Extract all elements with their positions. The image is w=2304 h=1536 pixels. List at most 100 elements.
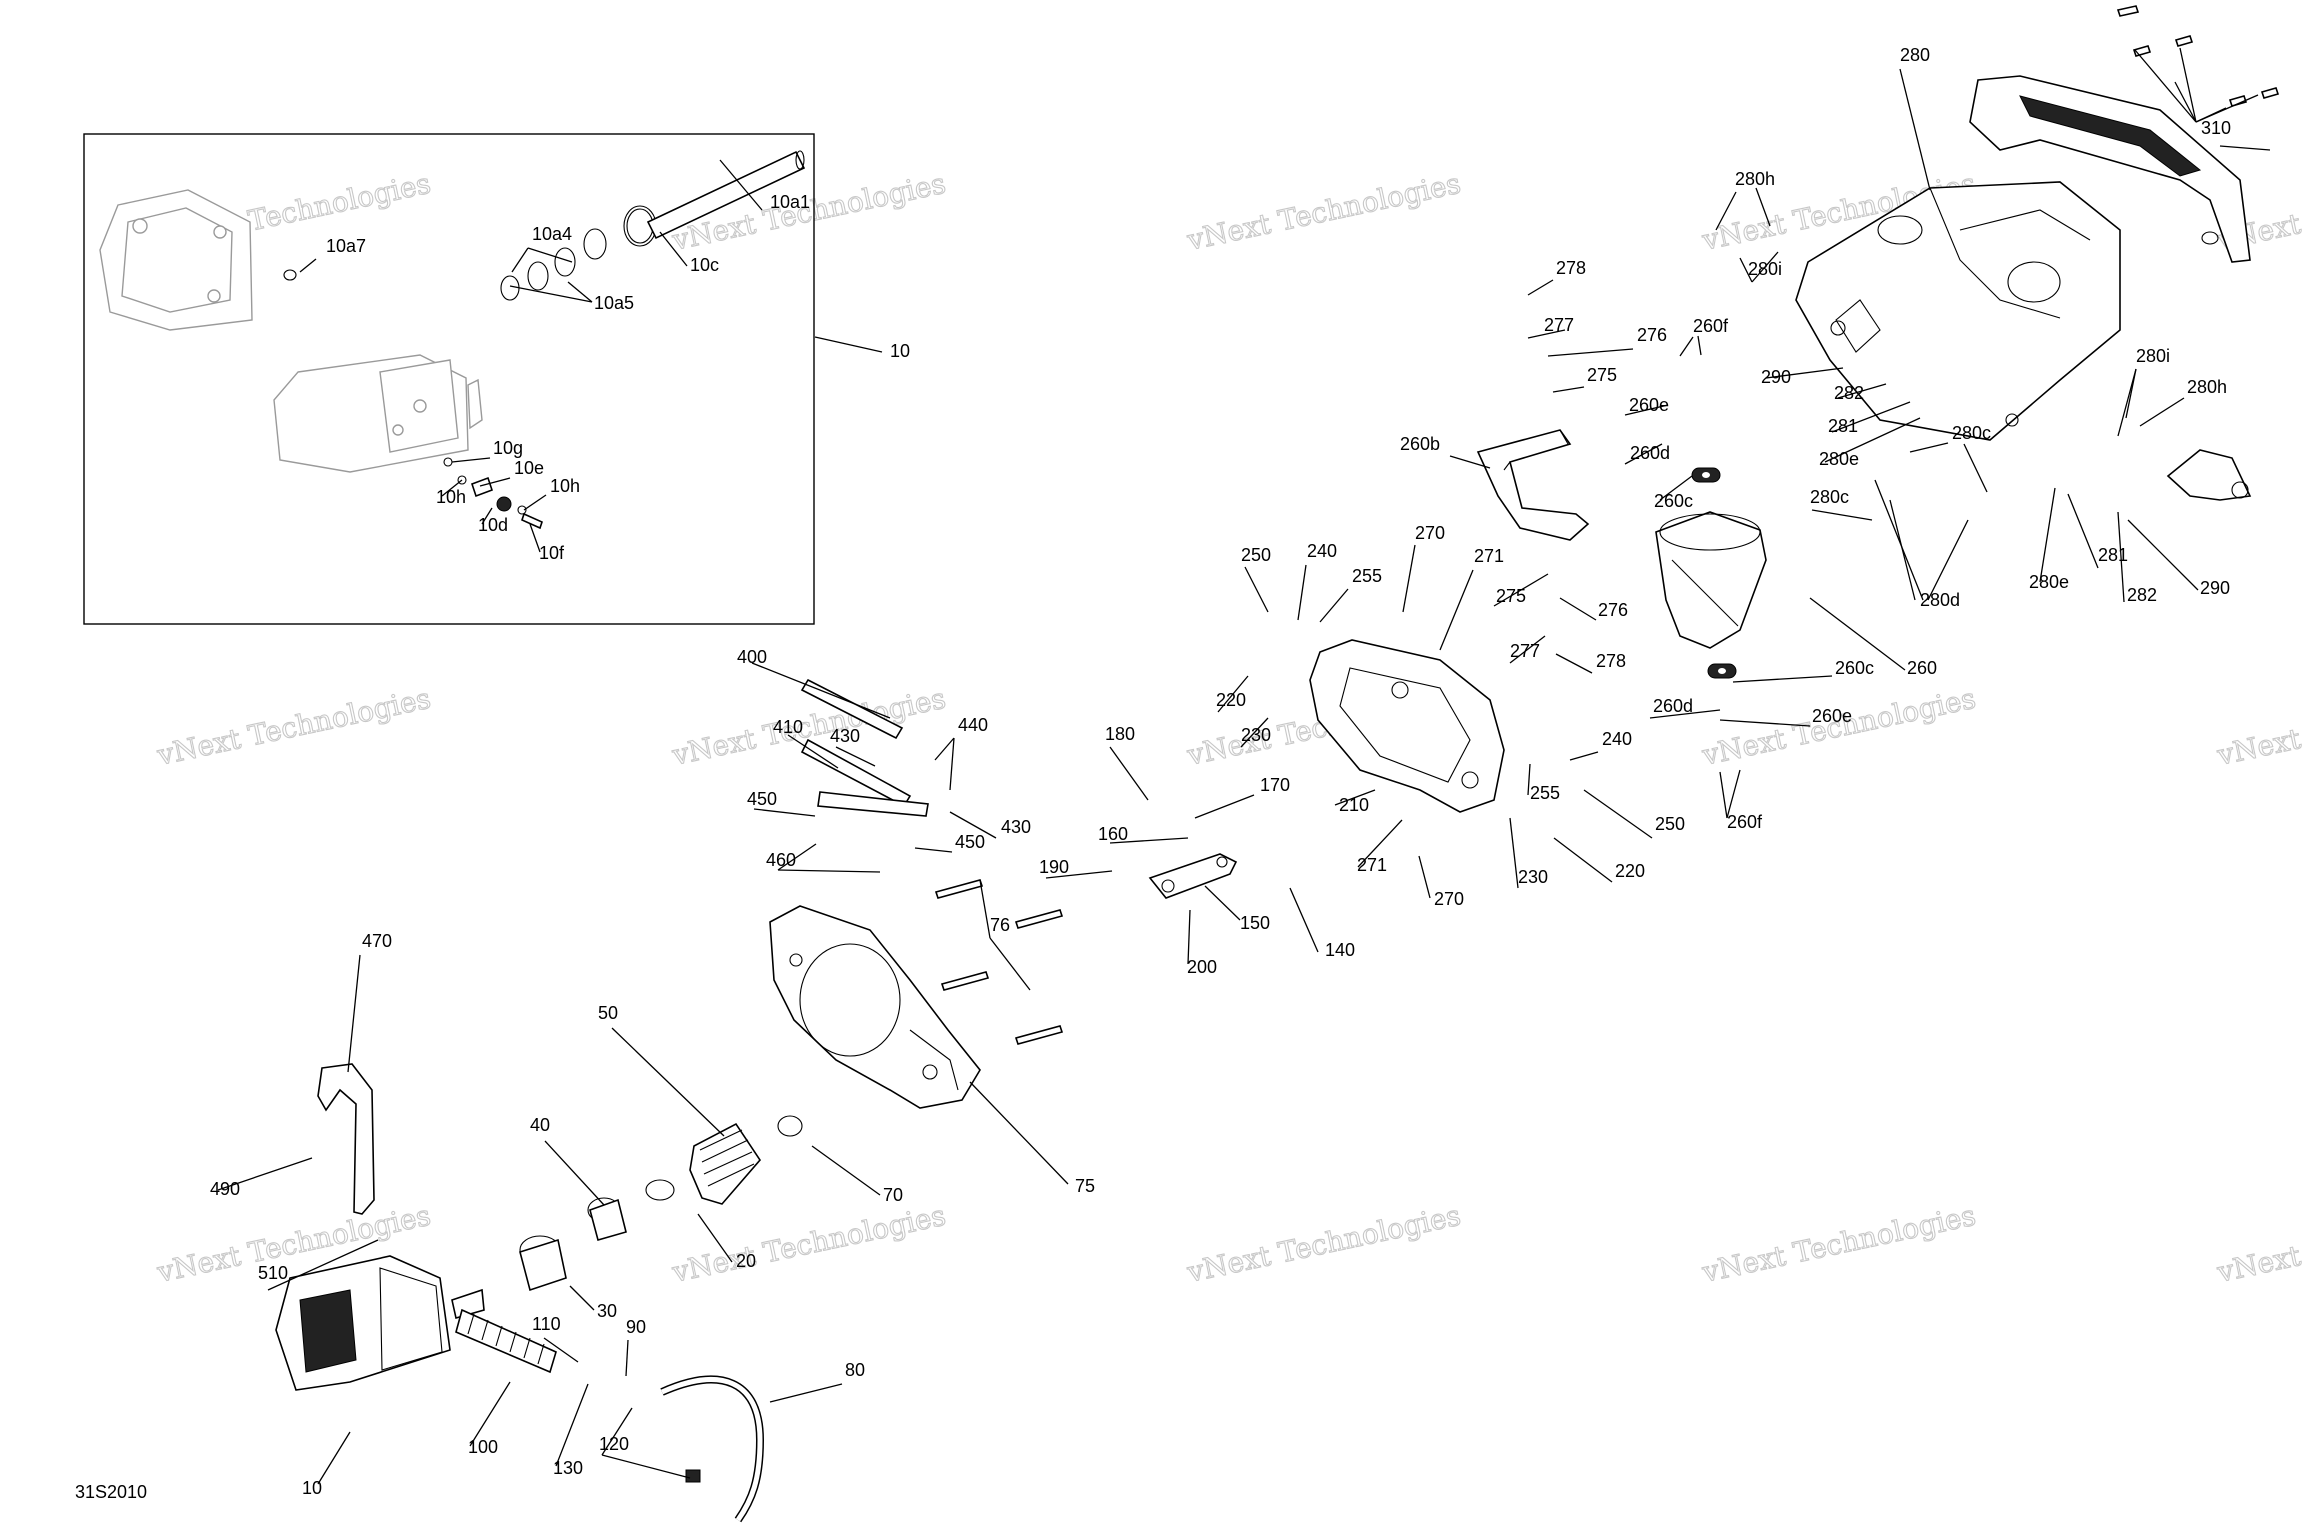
leader-line <box>2117 511 2125 603</box>
callout-label: 260f <box>1727 812 1763 832</box>
callout-label: 410 <box>773 717 803 737</box>
callout-label: 290 <box>1761 367 1791 387</box>
callout-label: 510 <box>258 1263 288 1283</box>
callout-label: 120 <box>599 1434 629 1454</box>
callout-label: 100 <box>468 1437 498 1457</box>
callout-label: 10c <box>690 255 719 275</box>
callout-label: 260 <box>1907 658 1937 678</box>
leader-line <box>1439 569 1474 651</box>
leader-line <box>511 247 529 273</box>
part-310-bolts <box>2116 5 2280 107</box>
part-210-bracket <box>1309 639 1505 813</box>
callout-label: 430 <box>1001 817 1031 837</box>
callout-label: 90 <box>626 1317 646 1337</box>
callout-label: 276 <box>1598 600 1628 620</box>
callout-label: 281 <box>1828 416 1858 436</box>
callout-label: 260f <box>1693 316 1729 336</box>
watermark-text: vNext Technologies <box>2214 682 2304 772</box>
callout-label: 278 <box>1596 651 1626 671</box>
part-470-strap <box>317 1063 375 1215</box>
callout-label: 76 <box>990 915 1010 935</box>
leader-line <box>777 843 817 871</box>
leader-line <box>814 336 883 353</box>
leader-line <box>2174 81 2197 123</box>
leader-line <box>601 1454 691 1479</box>
callout-label: 282 <box>2127 585 2157 605</box>
callout-labels: 1010a710a410a510a110c10g10e10h10h10d10f2… <box>75 45 2231 1502</box>
leader-line <box>567 281 593 303</box>
callout-label: 280c <box>1952 423 1991 443</box>
leader-line <box>811 1145 881 1196</box>
leader-line <box>719 159 763 211</box>
callout-label: 190 <box>1039 857 1069 877</box>
callout-label: 230 <box>1518 867 1548 887</box>
callout-label: 260c <box>1654 491 1693 511</box>
leader-line <box>1204 885 1241 921</box>
callout-label: 200 <box>1187 957 1217 977</box>
leader-line <box>569 1285 595 1311</box>
callout-label: 440 <box>958 715 988 735</box>
watermark-text: vNext Technologies <box>1699 1199 1979 1289</box>
callout-label: 277 <box>1544 315 1574 335</box>
leader-line <box>1418 855 1431 899</box>
leader-line <box>1831 401 1911 433</box>
callout-label: 280i <box>1748 259 1782 279</box>
leader-line <box>451 457 491 463</box>
part-80-hose <box>660 1375 765 1523</box>
leader-line <box>1553 837 1613 883</box>
callout-label: 75 <box>1075 1176 1095 1196</box>
leader-line <box>751 662 891 719</box>
part-50-bellows <box>689 1122 762 1205</box>
watermark: vNext Technologies <box>1698 681 1979 772</box>
leader-line <box>1624 443 1663 465</box>
leader-line <box>1555 653 1593 674</box>
watermark-text: vNext Technologies <box>669 682 949 772</box>
part-100-boot <box>455 1308 557 1374</box>
leader-line <box>2117 368 2137 437</box>
part-260c-grommets <box>1691 467 1737 679</box>
leader-line <box>1583 789 1653 839</box>
leader-line <box>481 507 493 525</box>
callout-label: 20 <box>736 1251 756 1271</box>
leader-line <box>1045 870 1113 879</box>
callout-label: 277 <box>1510 641 1540 661</box>
part-75-support-plate <box>769 905 981 1109</box>
leader-line <box>1927 519 1969 601</box>
leader-line <box>347 954 361 1073</box>
callout-label: 280h <box>1735 169 1775 189</box>
leader-line <box>2139 397 2185 427</box>
callout-label: 210 <box>1339 795 1369 815</box>
leader-line <box>1109 746 1149 801</box>
callout-label: 255 <box>1352 566 1382 586</box>
callout-label: 282 <box>1834 383 1864 403</box>
leader-line <box>1509 635 1546 664</box>
callout-label: 450 <box>955 832 985 852</box>
callout-label: 70 <box>883 1185 903 1205</box>
callout-label: 10a1 <box>770 192 810 212</box>
watermark-text: vNext Technologies <box>1699 682 1979 772</box>
leader-line <box>1493 573 1549 607</box>
callout-label: 220 <box>1615 861 1645 881</box>
leader-line <box>1240 717 1269 748</box>
leader-line <box>1187 909 1191 965</box>
part-260-heat-shield-tube <box>1655 511 1767 649</box>
watermark-text: vNext Technologies <box>669 1199 949 1289</box>
callout-label: 271 <box>1474 546 1504 566</box>
callout-label: 40 <box>530 1115 550 1135</box>
leader-line <box>2125 368 2137 419</box>
leader-line <box>1289 887 1319 953</box>
callout-label: 10a7 <box>326 236 366 256</box>
watermark-text: vNext Technologies <box>2214 1199 2304 1289</box>
callout-label: 10g <box>493 438 523 458</box>
callout-label: 140 <box>1325 940 1355 960</box>
callout-label: 230 <box>1241 725 1271 745</box>
leader-line <box>625 1339 629 1377</box>
leader-line <box>1811 509 1873 521</box>
watermark: vNext Technologies <box>2213 681 2304 772</box>
callout-label: 50 <box>598 1003 618 1023</box>
leader-line <box>529 523 541 553</box>
leader-line <box>544 1140 605 1206</box>
leader-line <box>1357 819 1403 868</box>
leader-line <box>914 847 953 853</box>
leader-line <box>1751 251 1779 283</box>
